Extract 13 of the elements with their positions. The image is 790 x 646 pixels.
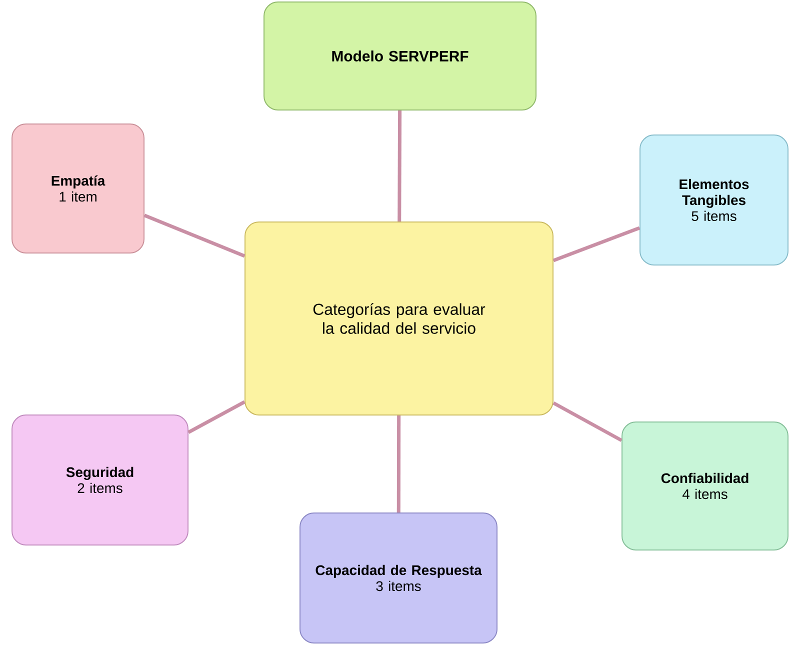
category-box: Modelo SERVPERF [264,2,536,110]
connector-line [188,400,246,434]
category-box: Empatía 1 item [12,124,144,254]
connector-line [552,226,640,262]
category-box: Confiabilidad 4 items [622,422,788,550]
category-box: Seguridad 2 items [12,414,188,546]
connector-line [144,214,246,258]
category-box: Capacidad de Respuesta 3 items [300,512,498,644]
connector-line [398,110,402,222]
category-box: Elementos Tangibles 5 items [640,134,788,266]
connector-line [396,416,401,512]
connector-line [552,401,622,442]
topic-box: Categorías para evaluar la calidad del servicio [244,222,554,416]
